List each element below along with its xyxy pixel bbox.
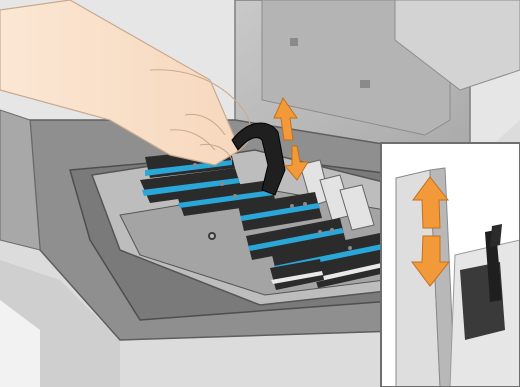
- detail-inset: [381, 143, 520, 387]
